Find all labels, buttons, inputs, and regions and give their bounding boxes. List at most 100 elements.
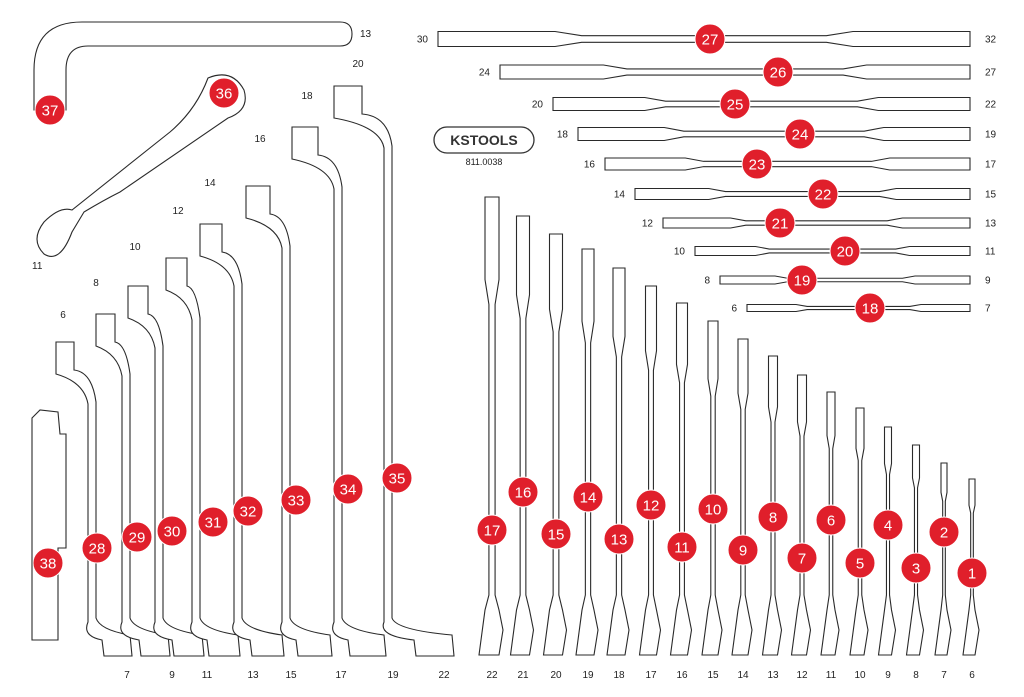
- badge-circle: [900, 552, 932, 584]
- offset-spanner-top-size: 6: [60, 310, 66, 321]
- badge-circle: [572, 481, 604, 513]
- flat-spanner-left-size: 16: [584, 160, 596, 171]
- badge-number: 34: [340, 482, 357, 499]
- vertical-spanner-outline: [478, 196, 504, 656]
- offset-spanner-29: 89: [93, 278, 175, 681]
- badge-number: 23: [749, 157, 766, 174]
- badge-circle: [476, 514, 508, 546]
- vertical-spanner-size: 10: [854, 670, 866, 681]
- badge-circle: [156, 515, 188, 547]
- position-badge-17: 17: [476, 514, 508, 546]
- badge-circle: [81, 532, 113, 564]
- badge-number: 30: [164, 524, 181, 541]
- vertical-spanner-16: 21: [509, 215, 535, 681]
- badge-circle: [635, 489, 667, 521]
- badge-circle: [332, 473, 364, 505]
- vertical-spanner-outline: [790, 374, 812, 656]
- badge-number: 33: [288, 493, 305, 510]
- vertical-spanner-5: 10: [849, 407, 869, 681]
- badge-number: 31: [205, 515, 222, 532]
- ring-wrench: 11: [32, 74, 246, 272]
- position-badge-28: 28: [81, 532, 113, 564]
- logo-oval: [433, 126, 535, 154]
- vertical-spanner-15: 20: [542, 233, 568, 681]
- badge-circle: [603, 523, 635, 555]
- flat-spanner-left-size: 14: [614, 190, 626, 201]
- flat-spanner-outline: [662, 217, 971, 229]
- position-badges: 3736382726252423222120191817161514131211…: [32, 23, 988, 589]
- offset-spanner-outline: [165, 257, 241, 657]
- position-badge-37: 37: [34, 94, 66, 126]
- flat-spanner-outline: [577, 126, 971, 142]
- flat-spanner-outline: [604, 157, 971, 171]
- badge-number: 19: [794, 273, 811, 290]
- offset-spanner-top-size: 12: [172, 206, 184, 217]
- position-badge-3: 3: [900, 552, 932, 584]
- badge-circle: [719, 88, 751, 120]
- position-badge-24: 24: [784, 118, 816, 150]
- badge-circle: [829, 235, 861, 267]
- vertical-spanner-size: 19: [582, 670, 594, 681]
- badge-circle: [762, 56, 794, 88]
- badge-circle: [197, 506, 229, 538]
- badge-circle: [807, 178, 839, 210]
- vertical-spanner-outline: [606, 267, 630, 656]
- flat-spanner-right-size: 9: [985, 276, 991, 287]
- offset-spanner-outline: [245, 185, 333, 657]
- badge-number: 29: [129, 530, 146, 547]
- position-badge-21: 21: [764, 207, 796, 239]
- offset-spanner-top-size: 18: [301, 91, 313, 102]
- position-badge-6: 6: [815, 504, 847, 536]
- vertical-spanner-4: 9: [877, 426, 897, 681]
- flat-spanner-right-size: 32: [985, 35, 997, 46]
- badge-number: 2: [940, 525, 948, 542]
- badge-circle: [786, 264, 818, 296]
- vertical-spanner-6: 11: [820, 391, 840, 681]
- position-badge-29: 29: [121, 521, 153, 553]
- vertical-spanner-outline: [934, 462, 952, 656]
- vertical-spanner-outline: [638, 285, 662, 656]
- position-badge-35: 35: [381, 462, 413, 494]
- badge-number: 38: [40, 556, 57, 573]
- badge-number: 6: [827, 513, 835, 530]
- l-wrench-size-label: 13: [360, 29, 372, 40]
- position-badge-26: 26: [762, 56, 794, 88]
- offset-spanner-outline: [199, 223, 285, 657]
- l-wrench-outline: [33, 21, 353, 111]
- badge-number: 22: [815, 187, 832, 204]
- badge-circle: [786, 542, 818, 574]
- vertical-spanner-outline: [542, 233, 568, 656]
- offset-spanner-bottom-size: 19: [387, 670, 399, 681]
- vertical-spanner-outline: [509, 215, 535, 656]
- position-badge-27: 27: [694, 23, 726, 55]
- offset-spanner-top-size: 20: [352, 59, 364, 70]
- flat-spanner-outline: [719, 275, 971, 285]
- position-badge-19: 19: [786, 264, 818, 296]
- badge-number: 20: [837, 244, 854, 261]
- flat-spanner-left-size: 6: [731, 304, 737, 315]
- position-badge-38: 38: [32, 547, 64, 579]
- vertical-spanner-outline: [877, 426, 897, 656]
- badge-circle: [232, 495, 264, 527]
- badge-circle: [32, 547, 64, 579]
- vertical-spanner-14: 19: [575, 248, 599, 681]
- position-badge-1: 1: [956, 557, 988, 589]
- badge-number: 10: [705, 502, 722, 519]
- offset-spanner-outline: [127, 285, 205, 657]
- bar-tool-outline: [31, 409, 67, 641]
- badge-circle: [280, 484, 312, 516]
- badge-circle: [381, 462, 413, 494]
- offset-spanner-28: 67: [55, 310, 133, 681]
- position-badge-10: 10: [697, 493, 729, 525]
- offset-spanner-bottom-size: 9: [169, 670, 175, 681]
- ring-wrench-size-label: 11: [32, 261, 43, 272]
- vertical-spanner-size: 20: [550, 670, 562, 681]
